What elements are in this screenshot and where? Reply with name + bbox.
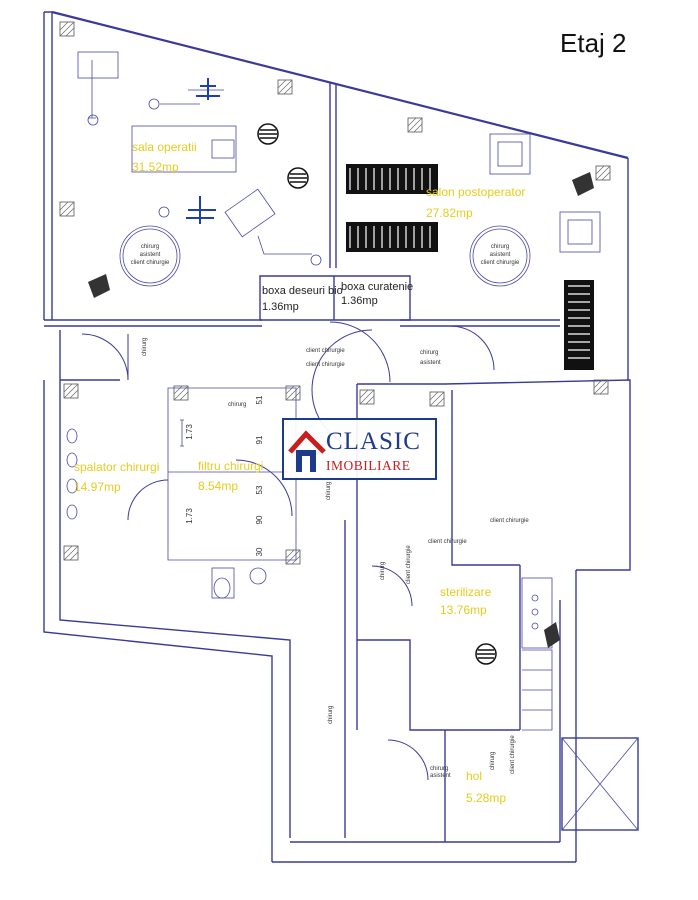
- operating-room-equipment: chirurg asistent client chirurgie: [77, 51, 322, 298]
- label-chirurg: chirurg: [141, 244, 159, 250]
- room-area: 1.36mp: [341, 295, 378, 307]
- sinks: [66, 428, 560, 731]
- house-logo-icon: [288, 430, 326, 472]
- label-client: client chirurgie: [306, 362, 345, 368]
- label-client: client chirurgie: [481, 260, 520, 266]
- dim-label: 91: [255, 435, 264, 444]
- room-area: 13.76mp: [440, 603, 487, 617]
- label-chirurg: chirurg: [326, 482, 332, 500]
- room-name: salon postoperator: [426, 185, 525, 199]
- dim-label: 53: [255, 485, 264, 494]
- dim-label: 90: [255, 515, 264, 524]
- sterilizer-icon: [475, 643, 497, 665]
- chair-icon: [572, 172, 594, 196]
- chair-icon: [88, 274, 110, 298]
- label-client: client chirurgie: [131, 260, 170, 266]
- room-area: 31.52mp: [132, 160, 179, 174]
- doors: [81, 321, 495, 781]
- room-name: spalator chirurgi: [74, 460, 159, 474]
- surgical-lamp-icon: [257, 123, 279, 145]
- label-chirurg: chirurg: [490, 752, 496, 770]
- chair-icon: [544, 622, 560, 648]
- dim-label: 1.73: [185, 424, 194, 440]
- room-name: filtru chirurgi: [198, 459, 263, 473]
- room-name: sala operatii: [132, 140, 197, 154]
- label-asistent: asistent: [140, 252, 161, 258]
- label-chirurg: chirurg: [142, 338, 148, 356]
- label-client: client chirurgie: [406, 545, 412, 584]
- room-name: boxa curatenie: [341, 281, 413, 293]
- room-area: 1.36mp: [262, 301, 299, 313]
- dimensions: 1.73 1.73 51 91 53 90 30: [180, 395, 264, 556]
- label-client: client chirurgie: [490, 518, 529, 524]
- dim-label: 30: [255, 547, 264, 556]
- dim-label: 1.73: [185, 508, 194, 524]
- logo-subtitle: IMOBILIARE: [326, 458, 411, 473]
- label-client: client chirurgie: [306, 348, 345, 354]
- room-area: 5.28mp: [466, 791, 506, 805]
- label-chirurg: chirurg: [430, 766, 448, 772]
- circulation-labels: client chirurgie client chirurgie chirur…: [142, 338, 529, 779]
- structural-columns: [59, 21, 611, 565]
- brand-logo: CLASIC IMOBILIARE: [282, 418, 437, 480]
- label-chirurg: chirurg: [228, 402, 246, 408]
- room-labels: sala operatii 31.52mp salon postoperator…: [74, 140, 525, 805]
- room-area: 27.82mp: [426, 206, 473, 220]
- label-chirurg: chirurg: [420, 350, 438, 356]
- floor-title: Etaj 2: [560, 28, 627, 58]
- salon-equipment: chirurg asistent client chirurgie: [346, 133, 601, 370]
- label-asistent: asistent: [490, 252, 511, 258]
- label-chirurg: chirurg: [328, 706, 334, 724]
- room-name: sterilizare: [440, 585, 492, 599]
- logo-name: CLASIC: [326, 428, 421, 455]
- label-chirurg: chirurg: [380, 562, 386, 580]
- room-area: 8.54mp: [198, 479, 238, 493]
- label-asistent: asistent: [420, 360, 441, 366]
- label-client: client chirurgie: [510, 735, 516, 774]
- surgical-lamp-icon: [287, 167, 309, 189]
- outer-walls: [43, 10, 639, 863]
- room-name: boxa deseuri bio: [262, 285, 343, 297]
- dim-label: 51: [255, 395, 264, 404]
- label-client: client chirurgie: [428, 539, 467, 545]
- room-name: hol: [466, 769, 482, 783]
- room-area: 14.97mp: [74, 480, 121, 494]
- label-chirurg: chirurg: [491, 244, 509, 250]
- label-asistent: asistent: [430, 773, 451, 779]
